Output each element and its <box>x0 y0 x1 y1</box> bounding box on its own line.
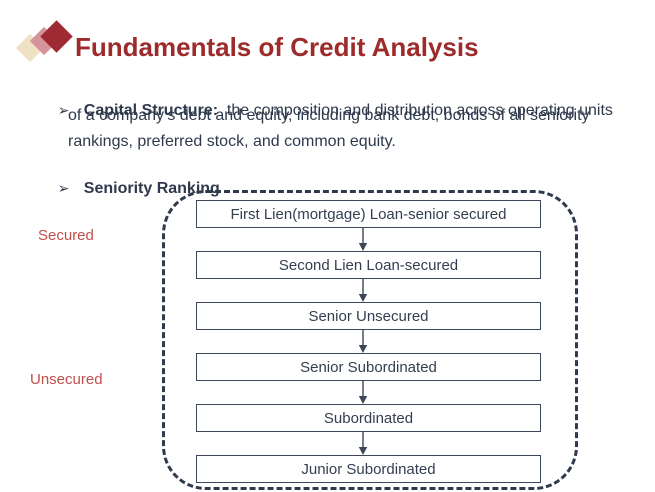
bullet-capital-structure: ➢ Capital Structure: the composition and … <box>40 80 613 141</box>
seniority-box-label: First Lien(mortgage) Loan-senior secured <box>230 205 507 223</box>
seniority-box-senior-subordinated: Senior Subordinated <box>196 353 541 381</box>
seniority-box-label: Second Lien Loan-secured <box>278 256 459 274</box>
bullet-capital-structure-label: Capital Structure: <box>83 102 219 119</box>
seniority-box-second-lien: Second Lien Loan-secured <box>196 251 541 279</box>
arrow-down-icon <box>357 330 369 353</box>
arrow-down-icon <box>357 228 369 251</box>
side-label-secured: Secured <box>38 227 94 244</box>
arrow-down-icon <box>357 432 369 455</box>
arrow-down-icon <box>357 381 369 404</box>
seniority-diagram-frame <box>162 190 578 490</box>
page-title: Fundamentals of Credit Analysis <box>75 32 479 62</box>
seniority-box-senior-unsecured: Senior Unsecured <box>196 302 541 330</box>
seniority-box-label: Senior Unsecured <box>308 307 429 325</box>
side-label-unsecured: Unsecured <box>30 371 103 388</box>
bullet-capital-structure-text-line1: the composition and distribution across … <box>218 102 613 119</box>
seniority-box-label: Junior Subordinated <box>301 460 436 478</box>
seniority-box-junior-subordinated: Junior Subordinated <box>196 455 541 483</box>
seniority-box-label: Senior Subordinated <box>300 358 437 376</box>
seniority-box-label: Subordinated <box>323 409 414 427</box>
arrow-down-icon <box>357 279 369 302</box>
bullet-arrow-icon: ➢ <box>57 102 70 118</box>
bullet-capital-structure-text-line3: rankings, preferred stock, and common eq… <box>68 133 396 150</box>
bullet-arrow-icon: ➢ <box>57 180 70 196</box>
seniority-box-subordinated: Subordinated <box>196 404 541 432</box>
diamonds-logo-icon <box>0 0 80 75</box>
seniority-box-first-lien: First Lien(mortgage) Loan-senior secured <box>196 200 541 228</box>
bullet-capital-structure-text-line2: of a company’s debt and equity, includin… <box>68 107 590 124</box>
